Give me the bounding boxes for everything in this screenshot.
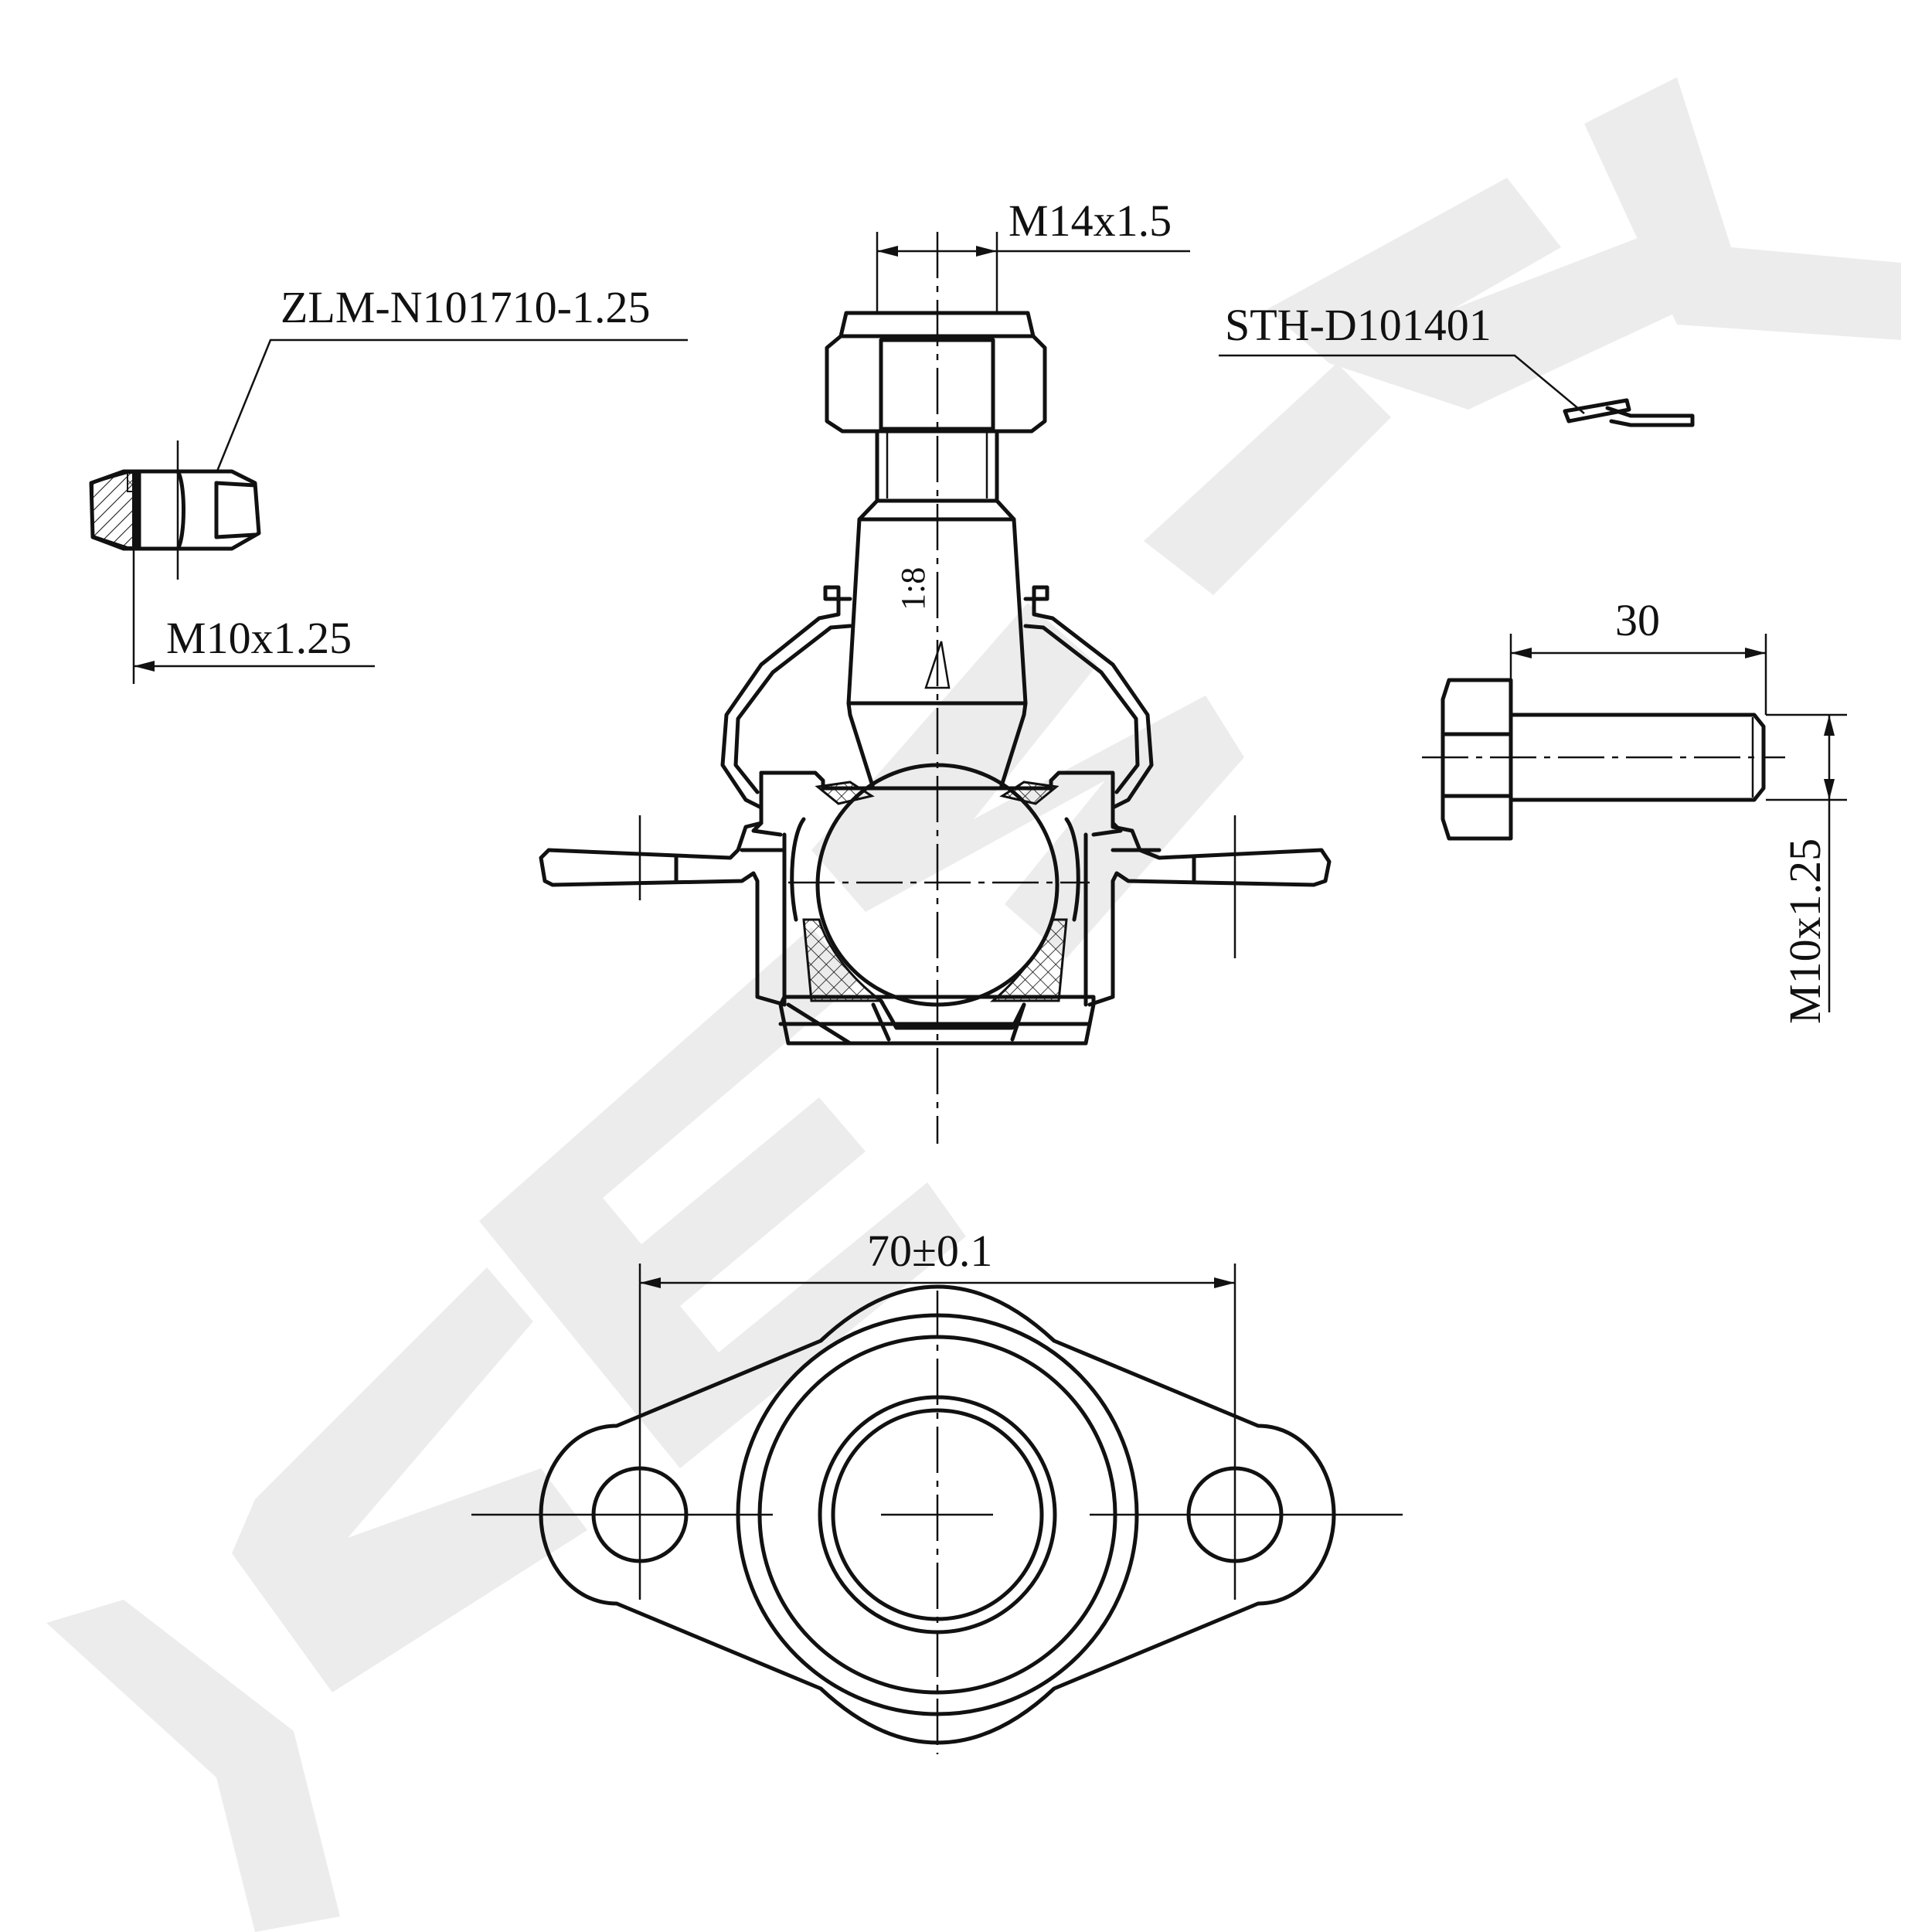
bolt-length-label: 30 xyxy=(1615,595,1660,645)
pin-part-number: STH-D101401 xyxy=(1225,300,1492,350)
ball-joint-side-view xyxy=(539,232,1332,1144)
cotter-pin-view xyxy=(1219,354,1695,427)
hole-spacing-label: 70±0.1 xyxy=(867,1226,992,1276)
flange-top-view xyxy=(471,1284,1403,1754)
nut-part-number: ZLM-N101710-1.25 xyxy=(281,282,650,332)
watermark-logo xyxy=(46,77,1901,1932)
bolt-thread-dimension xyxy=(1766,713,1847,1012)
bolt-length-dimension xyxy=(1509,634,1767,715)
nut-thread-dimension xyxy=(132,549,375,684)
taper-ratio-label: 1:8 xyxy=(894,567,932,611)
hole-spacing-dimension xyxy=(638,1264,1236,1430)
stud-thread-label: M14x1.5 xyxy=(1009,196,1172,246)
nut-thread-label: M10x1.25 xyxy=(166,613,352,663)
stud-thread-dimension xyxy=(876,232,1190,313)
lock-nut-view xyxy=(89,338,688,580)
bolt-view xyxy=(1422,678,1785,841)
bolt-thread-label: M10x1.25 xyxy=(1780,838,1830,1024)
